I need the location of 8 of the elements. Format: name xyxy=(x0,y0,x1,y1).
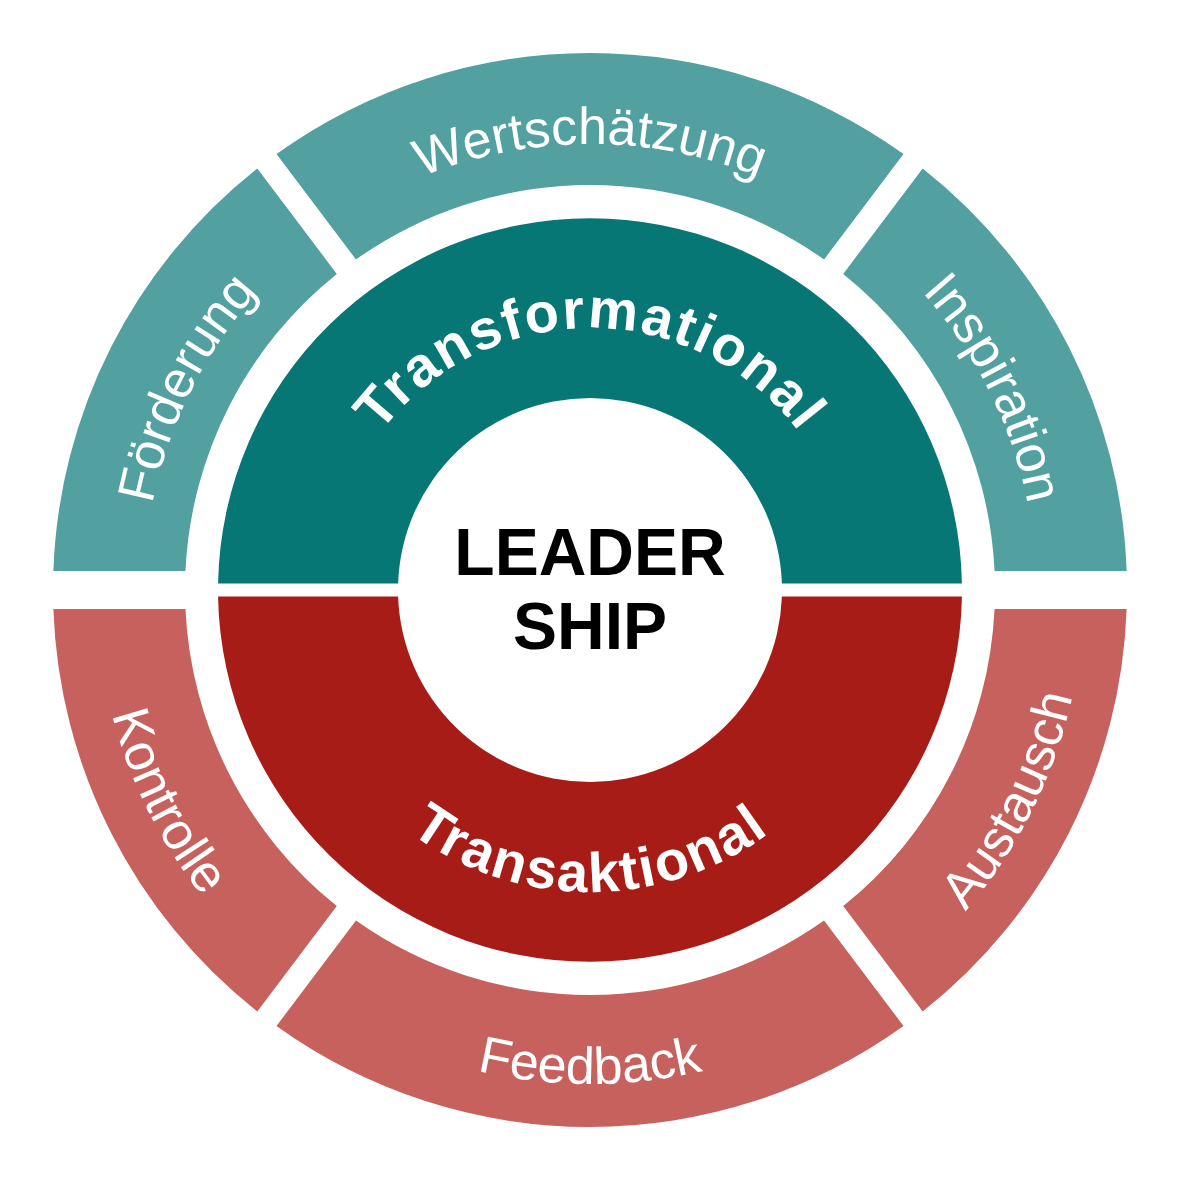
segment-label: Wertschätzung xyxy=(405,96,776,188)
ring-segment xyxy=(276,920,904,1127)
ring-segment xyxy=(53,609,337,1012)
segment-label: Feedback xyxy=(474,1025,706,1096)
segment-label: Transaktional xyxy=(402,789,778,905)
ring-segment xyxy=(276,53,904,260)
ring-segment xyxy=(843,609,1127,1012)
center-label: LEADER SHIP xyxy=(454,516,726,664)
